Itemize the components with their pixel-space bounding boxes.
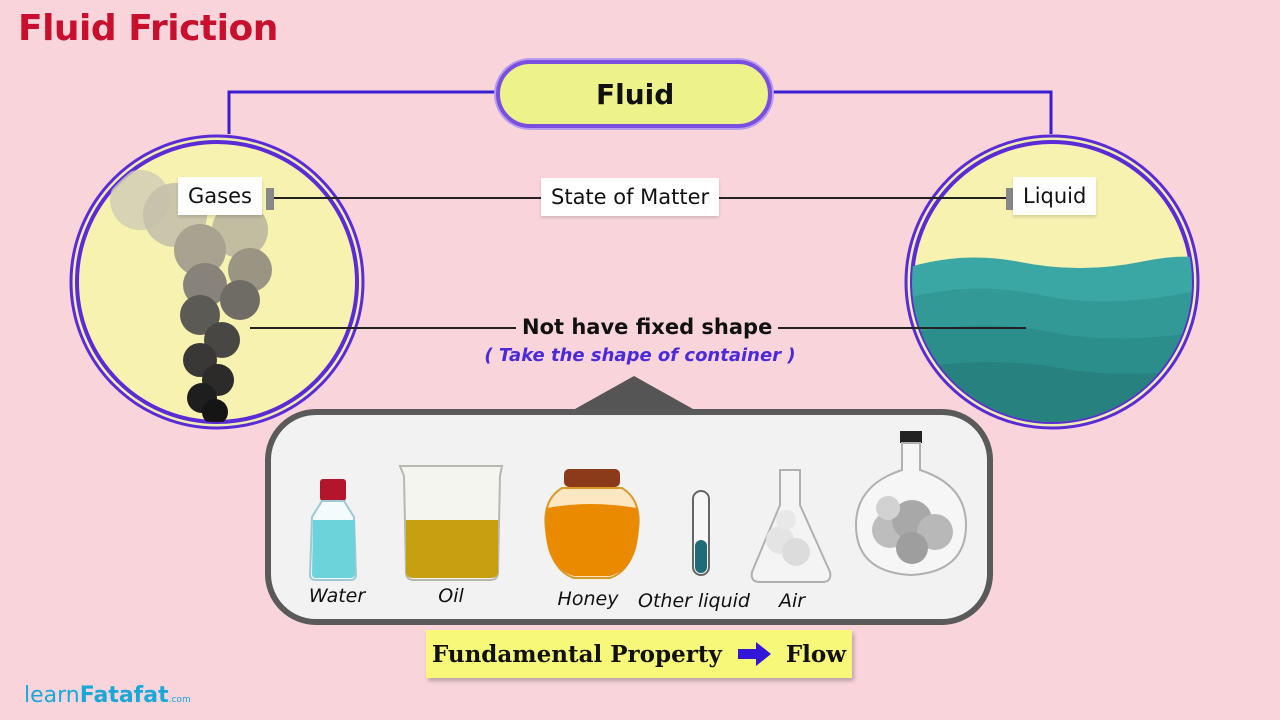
example-label-air: Air	[778, 590, 806, 612]
fluid-label: Fluid	[584, 76, 687, 114]
air-flask-icon	[750, 469, 832, 583]
test-tube-icon	[692, 490, 710, 576]
connector-left	[227, 90, 500, 134]
connector-right	[770, 90, 1053, 134]
liquid-label: Liquid	[1013, 177, 1097, 215]
brand-suffix: .com	[168, 695, 191, 705]
fundamental-property-label: Fundamental Property	[431, 640, 722, 668]
water-bottle-icon	[308, 479, 358, 581]
fundamental-property-box: Fundamental Property Flow	[426, 630, 852, 678]
brand-main: Fatafat	[79, 683, 169, 708]
example-label-water: Water	[308, 585, 366, 607]
gases-label: Gases	[178, 177, 262, 215]
right-arrow-icon	[737, 642, 771, 666]
state-of-matter-label: State of Matter	[541, 178, 720, 216]
page-title: Fluid Friction	[18, 8, 278, 49]
honey-jar-icon	[544, 469, 640, 579]
container-note: ( Take the shape of container )	[484, 345, 796, 366]
round-flask-icon	[854, 431, 968, 577]
example-label-other-liquid: Other liquid	[638, 590, 750, 612]
fundamental-property-value: Flow	[785, 640, 847, 668]
brand-prefix: learn	[24, 683, 80, 708]
callout-pointer	[566, 376, 702, 414]
no-fixed-shape-label: Not have fixed shape	[516, 311, 779, 343]
example-label-oil: Oil	[438, 585, 464, 607]
example-label-honey: Honey	[557, 588, 619, 610]
gases-circle	[69, 134, 365, 430]
oil-beaker-icon	[398, 465, 504, 581]
brand-logo: learnFatafat.com	[24, 683, 191, 708]
